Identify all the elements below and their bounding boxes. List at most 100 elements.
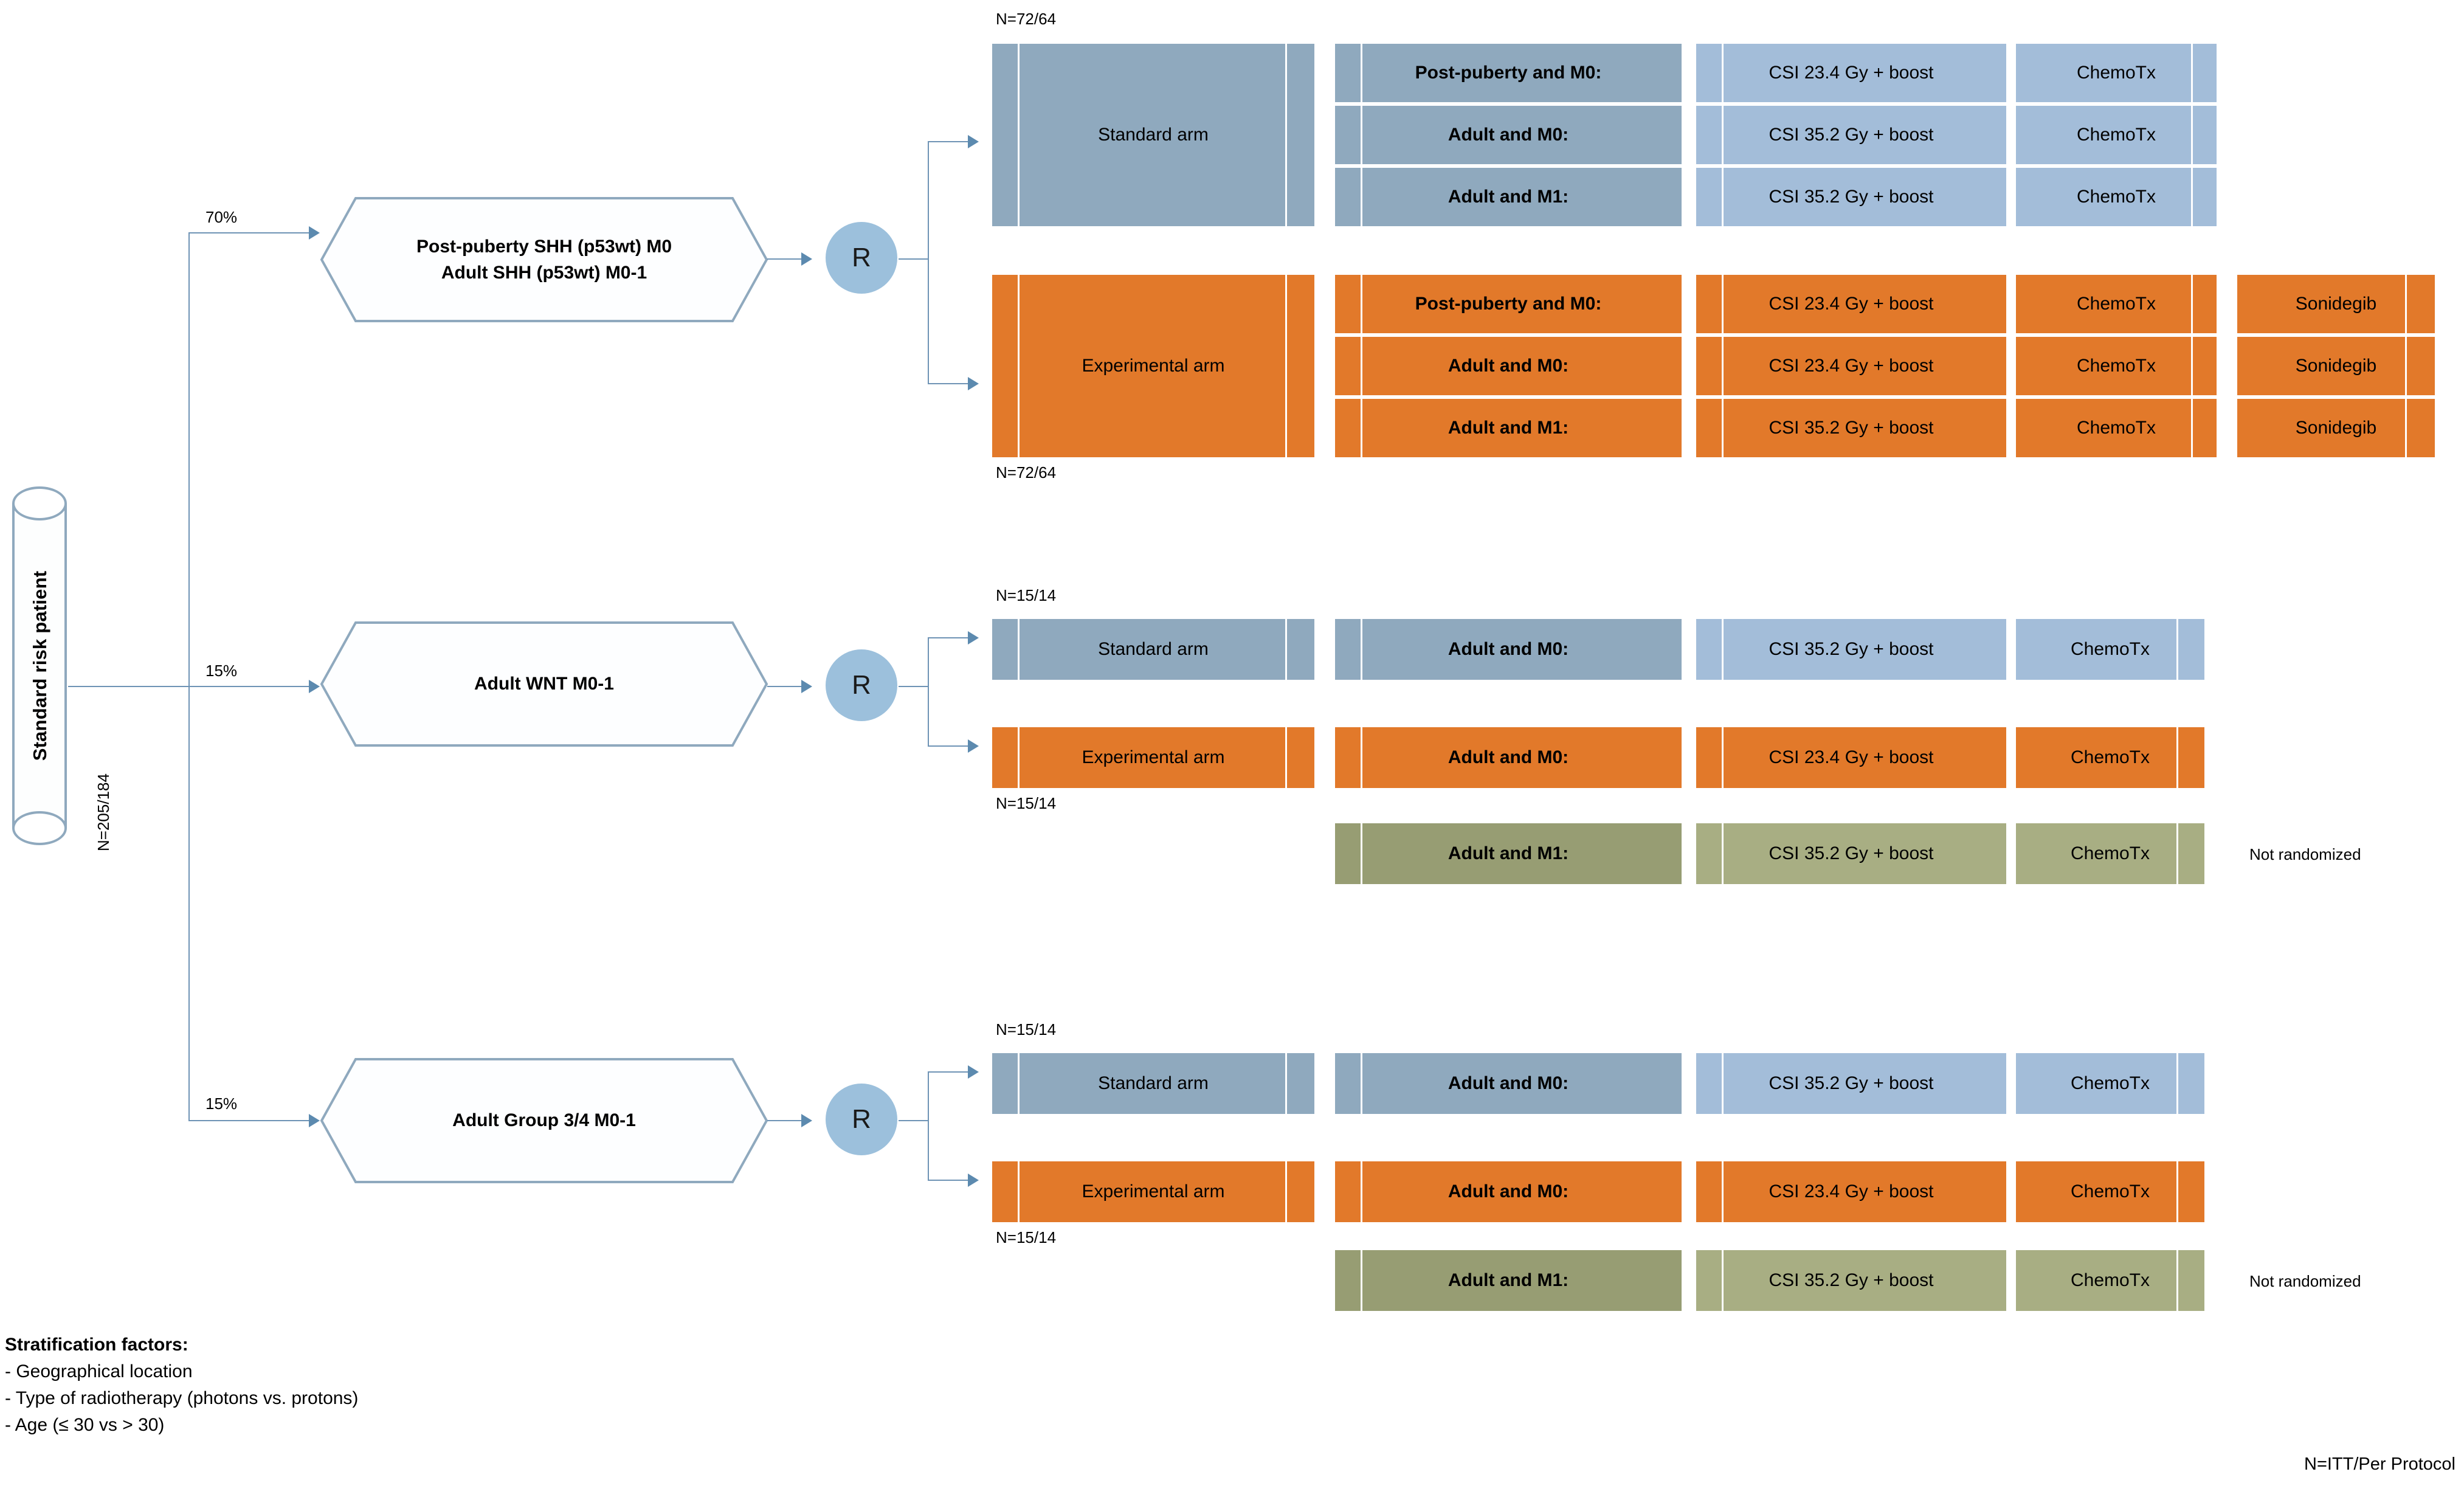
dose-block-g34-exp[interactable]: CSI 23.4 Gy + boost [1696, 1161, 2006, 1222]
branch-arrow-g34 [309, 1114, 320, 1127]
chemo-block-wnt-notrand[interactable]: ChemoTx [2016, 823, 2204, 884]
condition-block-shh-exp-0[interactable]: Post-puberty and M0: [1335, 275, 1682, 333]
branch-arrow-shh [309, 226, 320, 240]
hex-to-r-line-shh [767, 258, 804, 260]
randomization-circle-g34[interactable]: R [826, 1084, 897, 1155]
condition-block-g34-exp[interactable]: Adult and M0: [1335, 1161, 1682, 1222]
chemo-block-shh-std-2[interactable]: ChemoTx [2016, 168, 2217, 226]
dose-block-g34-notrand[interactable]: CSI 35.2 Gy + boost [1696, 1250, 2006, 1311]
chemo-label: ChemoTx [2070, 843, 2150, 863]
block-divider [1361, 1053, 1362, 1114]
dose-block-shh-std-1[interactable]: CSI 35.2 Gy + boost [1696, 106, 2006, 164]
arm-block-shh-standard[interactable]: Standard arm [992, 44, 1314, 226]
n-label-g34-experimental: N=15/14 [996, 1228, 1057, 1246]
dose-block-wnt-exp[interactable]: CSI 23.4 Gy + boost [1696, 727, 2006, 788]
r-to-standard-line-shh [928, 141, 970, 142]
dose-block-wnt-std[interactable]: CSI 35.2 Gy + boost [1696, 619, 2006, 680]
stratification-item-2: - Age (≤ 30 vs > 30) [5, 1415, 165, 1436]
chemo-block-wnt-exp[interactable]: ChemoTx [2016, 727, 2204, 788]
arm-block-g34-experimental[interactable]: Experimental arm [992, 1161, 1314, 1222]
hex-to-r-arrow-shh [801, 252, 812, 266]
dose-label: CSI 35.2 Gy + boost [1769, 125, 1934, 145]
drug-block-shh-exp-2[interactable]: Sonidegib [2237, 399, 2435, 457]
condition-block-shh-std-1[interactable]: Adult and M0: [1335, 106, 1682, 164]
condition-label: Post-puberty and M0: [1415, 63, 1602, 83]
condition-block-shh-exp-2[interactable]: Adult and M1: [1335, 399, 1682, 457]
branch-line-wnt [188, 686, 310, 687]
condition-block-wnt-std[interactable]: Adult and M0: [1335, 619, 1682, 680]
condition-block-g34-std[interactable]: Adult and M0: [1335, 1053, 1682, 1114]
chemo-block-shh-std-1[interactable]: ChemoTx [2016, 106, 2217, 164]
chemo-block-shh-exp-1[interactable]: ChemoTx [2016, 337, 2217, 395]
arm-label-g34-experimental: Experimental arm [1082, 1181, 1225, 1201]
block-divider [2176, 727, 2178, 788]
chemo-block-g34-exp[interactable]: ChemoTx [2016, 1161, 2204, 1222]
dose-block-shh-exp-2[interactable]: CSI 35.2 Gy + boost [1696, 399, 2006, 457]
dose-block-shh-std-2[interactable]: CSI 35.2 Gy + boost [1696, 168, 2006, 226]
block-divider [1722, 1161, 1724, 1222]
arm-block-shh-experimental[interactable]: Experimental arm [992, 275, 1314, 457]
patient-source-label: Standard risk patient [29, 570, 50, 761]
randomization-circle-wnt[interactable]: R [826, 649, 897, 721]
condition-block-shh-std-2[interactable]: Adult and M1: [1335, 168, 1682, 226]
block-divider [1361, 275, 1362, 333]
condition-block-wnt-exp[interactable]: Adult and M0: [1335, 727, 1682, 788]
condition-label: Adult and M0: [1448, 125, 1569, 145]
chemo-block-g34-notrand[interactable]: ChemoTx [2016, 1250, 2204, 1311]
cohort-hexagon-shh[interactable]: Post-puberty SHH (p53wt) M0 Adult SHH (p… [319, 196, 769, 323]
itt-footnote: N=ITT/Per Protocol [2304, 1454, 2455, 1474]
r-to-standard-arrow-wnt [968, 631, 979, 645]
randomization-circle-shh[interactable]: R [826, 222, 897, 294]
arm-block-wnt-standard[interactable]: Standard arm [992, 619, 1314, 680]
chemo-label: ChemoTx [2076, 125, 2156, 145]
block-divider [1285, 275, 1287, 457]
condition-block-shh-std-0[interactable]: Post-puberty and M0: [1335, 44, 1682, 102]
condition-block-shh-exp-1[interactable]: Adult and M0: [1335, 337, 1682, 395]
dose-label: CSI 23.4 Gy + boost [1769, 294, 1934, 314]
arm-block-g34-standard[interactable]: Standard arm [992, 1053, 1314, 1114]
r-stem-g34 [899, 1120, 929, 1121]
dose-block-shh-exp-1[interactable]: CSI 23.4 Gy + boost [1696, 337, 2006, 395]
condition-block-g34-notrand[interactable]: Adult and M1: [1335, 1250, 1682, 1311]
branch-percent-shh: 70% [205, 208, 238, 226]
dose-block-shh-std-0[interactable]: CSI 23.4 Gy + boost [1696, 44, 2006, 102]
chemo-label: ChemoTx [2070, 747, 2150, 767]
block-divider [1361, 823, 1362, 884]
randomization-letter-g34: R [852, 1104, 871, 1134]
branch-percent-g34: 15% [205, 1094, 238, 1113]
cohort-hexagon-shh-line2: Adult SHH (p53wt) M0-1 [441, 263, 647, 283]
drug-label: Sonidegib [2295, 356, 2377, 376]
chemo-block-shh-std-0[interactable]: ChemoTx [2016, 44, 2217, 102]
chemo-block-shh-exp-0[interactable]: ChemoTx [2016, 275, 2217, 333]
n-label-g34-standard: N=15/14 [996, 1020, 1057, 1039]
dose-label: CSI 35.2 Gy + boost [1769, 418, 1934, 438]
cohort-hexagon-g34[interactable]: Adult Group 3/4 M0-1 [319, 1057, 769, 1184]
arm-block-wnt-experimental[interactable]: Experimental arm [992, 727, 1314, 788]
dose-block-wnt-notrand[interactable]: CSI 35.2 Gy + boost [1696, 823, 2006, 884]
randomization-letter-wnt: R [852, 670, 871, 700]
block-divider [1018, 275, 1020, 457]
block-divider [1722, 1250, 1724, 1311]
n-label-shh-standard: N=72/64 [996, 10, 1057, 28]
branch-line-g34 [188, 1120, 310, 1121]
block-divider [1361, 399, 1362, 457]
hex-to-r-line-g34 [767, 1120, 804, 1121]
arm-label-wnt-standard: Standard arm [1098, 639, 1209, 659]
drug-block-shh-exp-0[interactable]: Sonidegib [2237, 275, 2435, 333]
chemo-block-shh-exp-2[interactable]: ChemoTx [2016, 399, 2217, 457]
block-divider [1722, 823, 1724, 884]
cohort-hexagon-wnt-line1: Adult WNT M0-1 [474, 674, 614, 694]
chemo-block-wnt-std[interactable]: ChemoTx [2016, 619, 2204, 680]
chemo-label: ChemoTx [2070, 1073, 2150, 1093]
dose-label: CSI 23.4 Gy + boost [1769, 747, 1934, 767]
dose-block-g34-std[interactable]: CSI 35.2 Gy + boost [1696, 1053, 2006, 1114]
block-divider [2176, 1053, 2178, 1114]
r-to-experimental-arrow-g34 [968, 1174, 979, 1187]
block-divider [1018, 727, 1020, 788]
drug-block-shh-exp-1[interactable]: Sonidegib [2237, 337, 2435, 395]
dose-block-shh-exp-0[interactable]: CSI 23.4 Gy + boost [1696, 275, 2006, 333]
cohort-hexagon-g34-line1: Adult Group 3/4 M0-1 [452, 1110, 636, 1131]
chemo-block-g34-std[interactable]: ChemoTx [2016, 1053, 2204, 1114]
condition-block-wnt-notrand[interactable]: Adult and M1: [1335, 823, 1682, 884]
cohort-hexagon-wnt[interactable]: Adult WNT M0-1 [319, 620, 769, 748]
